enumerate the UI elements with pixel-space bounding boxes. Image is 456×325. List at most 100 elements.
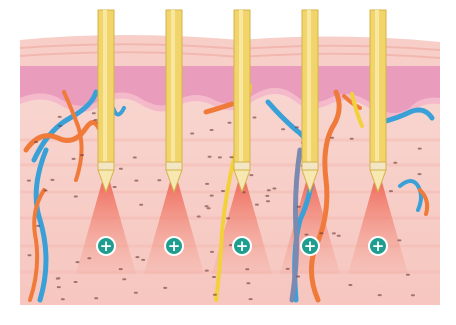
cell-dot bbox=[253, 117, 257, 119]
cell-dot bbox=[228, 122, 232, 124]
cell-dot bbox=[61, 298, 65, 300]
cell-dot bbox=[213, 294, 217, 296]
positive-charge-marker: + bbox=[301, 237, 319, 255]
cell-dot bbox=[272, 188, 276, 190]
cell-dot bbox=[197, 216, 201, 218]
positive-charge-marker: + bbox=[233, 237, 251, 255]
cell-dot bbox=[348, 284, 352, 286]
cell-dot bbox=[122, 278, 126, 280]
cell-dot bbox=[139, 204, 143, 206]
cell-dot bbox=[229, 156, 233, 158]
positive-charge-marker: + bbox=[165, 237, 183, 255]
needle-collar bbox=[302, 162, 318, 170]
needle bbox=[370, 10, 386, 192]
cell-dot bbox=[266, 200, 270, 202]
needle-highlight bbox=[307, 10, 311, 170]
cell-dot bbox=[246, 282, 250, 284]
cell-dot bbox=[245, 268, 249, 270]
needle-collar bbox=[98, 162, 114, 170]
positive-charge-marker: + bbox=[369, 237, 387, 255]
cell-dot bbox=[133, 157, 137, 159]
cell-dot bbox=[27, 180, 31, 182]
cell-dot bbox=[80, 154, 84, 156]
cell-dot bbox=[212, 276, 216, 278]
cell-dot bbox=[350, 138, 354, 140]
cell-dot bbox=[113, 186, 117, 188]
marker-plus-label: + bbox=[168, 237, 181, 255]
cell-dot bbox=[34, 141, 38, 143]
cell-dot bbox=[72, 158, 76, 160]
cell-dot bbox=[208, 156, 212, 158]
cell-dot bbox=[119, 268, 123, 270]
cell-dot bbox=[94, 297, 98, 299]
needle-highlight bbox=[239, 10, 243, 170]
cell-dot bbox=[50, 179, 54, 181]
needle-collar bbox=[370, 162, 386, 170]
cell-dot bbox=[210, 251, 214, 253]
cell-dot bbox=[330, 137, 334, 139]
needle bbox=[166, 10, 182, 192]
cell-dot bbox=[190, 133, 194, 135]
cell-dot bbox=[406, 274, 410, 276]
cell-dot bbox=[295, 126, 299, 128]
cell-dot bbox=[58, 125, 62, 127]
cell-dot bbox=[226, 217, 230, 219]
needle bbox=[234, 10, 250, 192]
cell-dot bbox=[36, 225, 40, 227]
cell-dot bbox=[378, 294, 382, 296]
cell-dot bbox=[389, 190, 393, 192]
cell-dot bbox=[74, 281, 78, 283]
cell-dot bbox=[56, 278, 60, 280]
cell-dot bbox=[92, 112, 96, 114]
cell-dot bbox=[221, 190, 225, 192]
needle bbox=[98, 10, 114, 192]
needle bbox=[302, 10, 318, 192]
cell-dot bbox=[74, 196, 78, 198]
cell-dot bbox=[418, 173, 422, 175]
cell-dot bbox=[119, 168, 123, 170]
cell-dot bbox=[281, 128, 285, 130]
cell-dot bbox=[134, 292, 138, 294]
cell-dot bbox=[58, 116, 62, 118]
marker-plus-label: + bbox=[372, 237, 385, 255]
cell-dot bbox=[296, 276, 300, 278]
cell-dot bbox=[332, 232, 336, 234]
cell-dot bbox=[210, 195, 214, 197]
cell-dot bbox=[141, 259, 145, 261]
cell-dot bbox=[397, 239, 401, 241]
marker-plus-label: + bbox=[304, 237, 317, 255]
cell-dot bbox=[218, 156, 222, 158]
cell-dot bbox=[76, 261, 80, 263]
cell-dot bbox=[249, 298, 253, 300]
cell-dot bbox=[44, 190, 48, 192]
cell-dot bbox=[286, 268, 290, 270]
cell-dot bbox=[57, 286, 61, 288]
marker-plus-label: + bbox=[100, 237, 113, 255]
needle-highlight bbox=[375, 10, 379, 170]
cell-dot bbox=[319, 232, 323, 234]
cell-dot bbox=[94, 119, 98, 121]
cell-dot bbox=[305, 234, 309, 236]
cell-dot bbox=[210, 129, 214, 131]
marker-plus-label: + bbox=[236, 237, 249, 255]
cell-dot bbox=[337, 235, 341, 237]
needle-collar bbox=[234, 162, 250, 170]
cell-dot bbox=[265, 195, 269, 197]
cell-dot bbox=[205, 270, 209, 272]
cell-dot bbox=[163, 287, 167, 289]
cell-dot bbox=[157, 179, 161, 181]
cell-dot bbox=[249, 174, 253, 176]
cell-dot bbox=[418, 148, 422, 150]
cell-dot bbox=[205, 205, 209, 207]
cell-dot bbox=[393, 162, 397, 164]
cell-dot bbox=[411, 294, 415, 296]
cell-dot bbox=[28, 254, 32, 256]
cell-dot bbox=[205, 183, 209, 185]
cell-dot bbox=[255, 204, 259, 206]
needle-highlight bbox=[103, 10, 107, 170]
cell-dot bbox=[207, 207, 211, 209]
cell-dot bbox=[267, 189, 271, 191]
cell-dot bbox=[134, 180, 138, 182]
